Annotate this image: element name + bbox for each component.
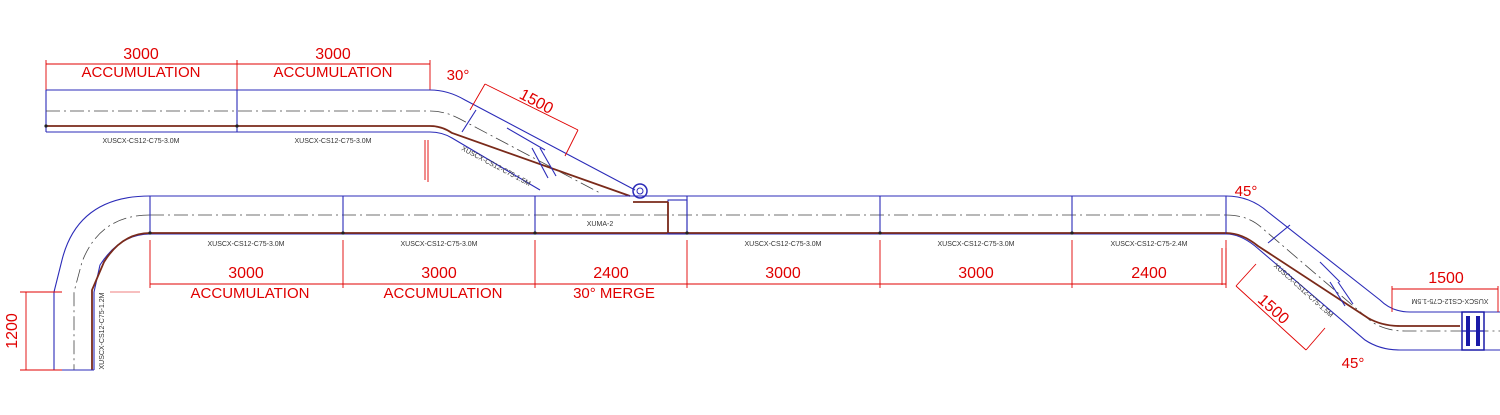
right-end-length: 1500 bbox=[1428, 270, 1464, 287]
right-end-part: XUSCX-CS12-C75-1.5M bbox=[1411, 297, 1488, 304]
main-seg3-part: XUMA-2 bbox=[587, 221, 614, 228]
left-end-length: 1200 bbox=[4, 313, 21, 349]
upper-seg2-length: 3000 bbox=[315, 46, 351, 63]
upper-incline-length: 1500 bbox=[516, 86, 555, 118]
drive-unit-icon bbox=[1461, 311, 1485, 351]
upper-conveyor-top-edge bbox=[46, 89, 636, 191]
upper-conveyor-rail bbox=[46, 125, 631, 197]
upper-seg1-length: 3000 bbox=[123, 46, 159, 63]
main-conveyor: XUSCX-CS12-C75-3.0M XUSCX-CS12-C75-3.0M … bbox=[53, 195, 1227, 371]
upper-conveyor-bottom-edge bbox=[46, 131, 541, 191]
main-seg3-label: 30° MERGE bbox=[573, 285, 655, 302]
main-seg1-label: ACCUMULATION bbox=[191, 285, 310, 302]
main-seg2-part: XUSCX-CS12-C75-3.0M bbox=[400, 241, 477, 248]
main-seg3-length: 2400 bbox=[593, 265, 629, 282]
main-seg1-length: 3000 bbox=[228, 265, 264, 282]
right-section: 45° 45° 1500 XUSCX-CS12-C75-1.5M 1500 XU… bbox=[1221, 183, 1500, 372]
main-seg1-part: XUSCX-CS12-C75-3.0M bbox=[207, 241, 284, 248]
upper-seg1-label: ACCUMULATION bbox=[82, 64, 201, 81]
main-seg5-length: 3000 bbox=[958, 265, 994, 282]
upper-seg2-part: XUSCX-CS12-C75-3.0M bbox=[294, 138, 371, 145]
left-end-section: 1200 XUSCX-CS12-C75-1.2M bbox=[4, 291, 140, 371]
main-seg2-label: ACCUMULATION bbox=[384, 285, 503, 302]
upper-conveyor: 3000 ACCUMULATION 3000 ACCUMULATION XUSC… bbox=[44, 46, 648, 199]
main-seg4-part: XUSCX-CS12-C75-3.0M bbox=[744, 241, 821, 248]
right-angle-bottom: 45° bbox=[1342, 355, 1365, 372]
right-incline-length: 1500 bbox=[1254, 291, 1292, 328]
upper-incline-part: XUSCX-CS12-C75-1.5M bbox=[460, 146, 531, 188]
upper-seg1-part: XUSCX-CS12-C75-3.0M bbox=[102, 138, 179, 145]
main-curve-outer bbox=[53, 195, 151, 370]
left-end-part: XUSCX-CS12-C75-1.2M bbox=[99, 292, 106, 369]
upper-seg2-label: ACCUMULATION bbox=[274, 64, 393, 81]
main-seg2-length: 3000 bbox=[421, 265, 457, 282]
main-seg6-length: 2400 bbox=[1131, 265, 1167, 282]
main-seg6-part: XUSCX-CS12-C75-2.4M bbox=[1110, 241, 1187, 248]
main-seg4-length: 3000 bbox=[765, 265, 801, 282]
main-seg5-part: XUSCX-CS12-C75-3.0M bbox=[937, 241, 1014, 248]
right-bottom-edge bbox=[1225, 233, 1500, 351]
right-top-edge bbox=[1225, 195, 1500, 313]
upper-angle: 30° bbox=[447, 67, 470, 84]
merge-roller-icon bbox=[632, 183, 648, 199]
right-angle-top: 45° bbox=[1235, 183, 1258, 200]
